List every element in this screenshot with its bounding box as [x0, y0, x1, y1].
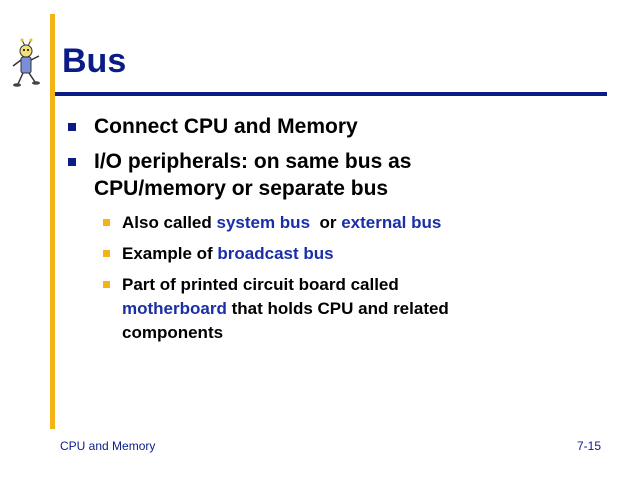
title-underline — [55, 92, 607, 96]
highlight-term: motherboard — [122, 299, 227, 318]
bullet-line: I/O peripherals: on same bus as — [94, 150, 412, 173]
text-run: Also called — [122, 213, 217, 232]
square-bullet-icon — [68, 158, 76, 166]
cartoon-figure-icon — [12, 38, 40, 87]
highlight-term: system bus — [216, 213, 311, 232]
square-bullet-icon — [103, 219, 110, 226]
square-bullet-icon — [103, 281, 110, 288]
sub-bullet-text: Part of printed circuit board called mot… — [122, 273, 449, 345]
text-run: that holds CPU and related — [226, 299, 449, 318]
page-number: 7-15 — [576, 439, 601, 453]
text-run: components — [122, 323, 224, 342]
square-bullet-icon — [103, 250, 110, 257]
vertical-accent-bar — [50, 14, 55, 429]
bullet-line: CPU/memory or separate bus — [94, 177, 389, 200]
slide-title: Bus — [62, 42, 127, 80]
bullet-text: I/O peripherals: on same bus as CPU/memo… — [94, 148, 411, 202]
footer-title: CPU and Memory — [60, 439, 156, 453]
bullet-text: Connect CPU and Memory — [94, 115, 358, 138]
text-run: Example of — [122, 244, 218, 263]
highlight-term: external bus — [341, 213, 442, 232]
sub-bullet-text: Also called system bus or external bus — [122, 211, 441, 235]
sub-bullet-text: Example of broadcast bus — [122, 242, 334, 266]
square-bullet-icon — [68, 123, 76, 131]
text-run: or — [310, 213, 342, 232]
highlight-term: broadcast bus — [217, 244, 334, 263]
text-run: Part of printed circuit board called — [122, 275, 399, 294]
